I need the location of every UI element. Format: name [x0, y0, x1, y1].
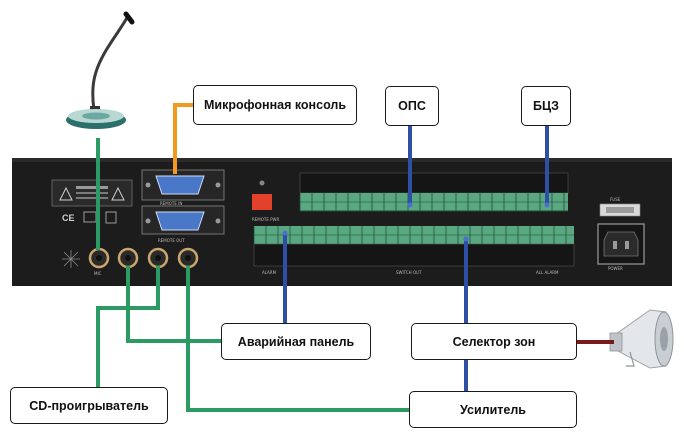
- warning-triangle-icon: [111, 186, 125, 201]
- alarm-caption: ALARM: [262, 270, 277, 275]
- switch-out-caption: SWITCH OUT: [396, 270, 422, 275]
- green-link-amplifier: [186, 266, 410, 412]
- cd-player-label: CD-проигрыватель: [10, 387, 168, 424]
- fuse-caption: FUSE: [610, 197, 621, 202]
- audio-jacks: MIC: [62, 247, 199, 276]
- remote-out-port: REMOTE OUT: [141, 205, 225, 243]
- orange-link-mic-console: [173, 103, 195, 174]
- connection-lines: [96, 103, 614, 412]
- connection-points: [282, 202, 550, 242]
- remote-power-button: REMOTE PWR: [252, 180, 280, 222]
- remote-pwr-caption: REMOTE PWR: [252, 217, 280, 222]
- ops-label: ОПС: [385, 86, 439, 126]
- upper-terminal-block: [299, 172, 569, 212]
- green-link-emergency-panel: [126, 266, 222, 343]
- rear-panel-top-strip: [12, 158, 672, 162]
- ce-mark-icon: CE: [62, 213, 75, 223]
- warning-triangle-icon: [59, 186, 73, 201]
- mic-console-label: Микрофонная консоль: [193, 85, 357, 125]
- bcz-label: БЦЗ: [521, 86, 571, 126]
- power-caption: POWER: [608, 266, 623, 271]
- remote-in-port: REMOTE IN: [141, 169, 225, 206]
- fan-vent: [62, 250, 80, 268]
- microphone-icon: [66, 11, 135, 129]
- remote-in-caption: REMOTE IN: [160, 201, 182, 206]
- zone-selector-label: Селектор зон: [411, 323, 577, 360]
- horn-speaker-icon: [609, 309, 674, 369]
- emergency-panel-label: Аварийная панель: [221, 323, 371, 360]
- mic-jack-caption: MIC: [94, 271, 102, 276]
- remote-out-caption: REMOTE OUT: [158, 238, 185, 243]
- ac-power-socket-icon: POWER: [597, 223, 645, 271]
- fuse-holder: FUSE: [599, 197, 641, 217]
- all-alarm-caption: ALL ALARM: [536, 270, 559, 275]
- amplifier-label: Усилитель: [409, 391, 577, 428]
